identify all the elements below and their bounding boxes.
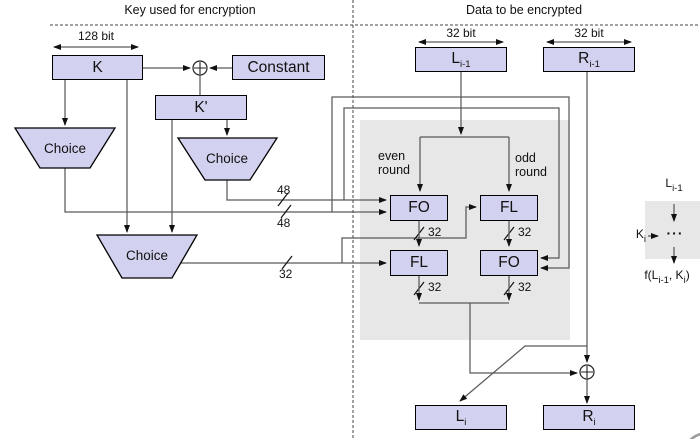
- left-section-title: Key used for encryption: [124, 3, 256, 17]
- choice1-label: Choice: [43, 141, 87, 156]
- legend-f-label: f(Li-1, Ki): [644, 268, 690, 286]
- right-section-title: Data to be encrypted: [465, 3, 583, 17]
- fo-top-out-label: 32: [428, 225, 442, 239]
- legend-dots: ···: [666, 225, 684, 241]
- legend-f-panel: [645, 201, 700, 259]
- choice2-label: Choice: [205, 151, 249, 166]
- fo-bottom-box: FO: [480, 250, 538, 276]
- constant-box: Constant: [232, 55, 325, 80]
- even-round-label: even round: [378, 149, 410, 177]
- r-width-label: 32 bit: [574, 26, 604, 40]
- choice3-shape: [95, 234, 199, 279]
- fl-top-out-label: 32: [518, 225, 532, 239]
- key-schedule-wiring: [62, 65, 570, 271]
- bus-32-label: 32: [279, 267, 293, 281]
- l-output-box: Li: [415, 405, 507, 430]
- fl-top-box: FL: [480, 195, 538, 221]
- choice1-shape: [13, 127, 117, 169]
- key-kprime-box: K': [155, 95, 247, 120]
- fo-bottom-out-label: 32: [518, 280, 532, 294]
- legend-wiring: [648, 204, 677, 264]
- fl-bottom-out-label: 32: [428, 280, 442, 294]
- bus-48-upper-label: 48: [277, 183, 291, 197]
- xor-key-icon: [192, 60, 208, 76]
- section-separators: [50, 0, 700, 439]
- key-k-box: K: [52, 55, 143, 80]
- r-output-box: Ri: [543, 405, 635, 430]
- bus-48-lower-label: 48: [277, 216, 291, 230]
- data-path-wiring: [416, 72, 590, 404]
- r-input-box: Ri-1: [543, 47, 635, 72]
- corner-arc-decoration: [689, 432, 700, 439]
- legend-key-label: Ki: [635, 227, 646, 245]
- choice-trapezoids: [13, 127, 279, 279]
- choice3-label: Choice: [125, 248, 169, 263]
- choice2-shape: [176, 137, 279, 181]
- xor-data-icon: [579, 364, 595, 380]
- odd-round-label: odd round: [515, 151, 547, 179]
- key-width-label: 128 bit: [77, 29, 115, 43]
- legend-input-label: Li-1: [665, 176, 683, 194]
- l-input-box: Li-1: [415, 47, 507, 72]
- width-measure-arrows: [53, 39, 632, 50]
- l-width-label: 32 bit: [446, 26, 476, 40]
- fl-bottom-box: FL: [390, 250, 448, 276]
- fo-top-box: FO: [390, 195, 448, 221]
